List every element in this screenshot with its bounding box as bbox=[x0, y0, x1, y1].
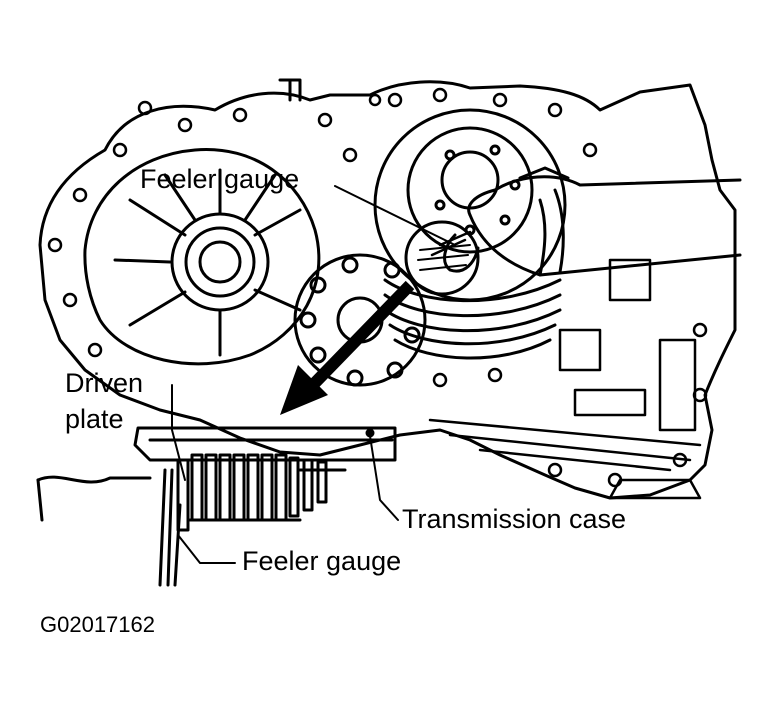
label-feeler-gauge-top: Feeler gauge bbox=[140, 164, 299, 194]
leader-feeler-gauge-top bbox=[334, 185, 456, 246]
callout-hatch bbox=[417, 244, 471, 271]
hand-sleeve bbox=[443, 166, 742, 277]
figure-code: G02017162 bbox=[40, 612, 155, 637]
label-transmission-case: Transmission case bbox=[402, 504, 626, 534]
valve-body bbox=[428, 258, 702, 500]
leader-transmission-case bbox=[369, 435, 399, 521]
label-feeler-gauge-bottom: Feeler gauge bbox=[242, 546, 401, 576]
detail-callout-circle bbox=[404, 220, 480, 296]
label-driven-plate-line1: Driven bbox=[65, 368, 143, 398]
leader-driven-plate bbox=[171, 384, 186, 481]
detail-section bbox=[36, 426, 397, 587]
detail-arrow bbox=[280, 280, 415, 415]
label-driven-plate-line2: plate bbox=[65, 404, 124, 434]
housing-bolt-holes bbox=[47, 87, 708, 488]
leader-feeler-gauge-bottom bbox=[177, 534, 236, 564]
leaders-detail bbox=[171, 384, 399, 564]
transmission-housing bbox=[38, 78, 737, 500]
